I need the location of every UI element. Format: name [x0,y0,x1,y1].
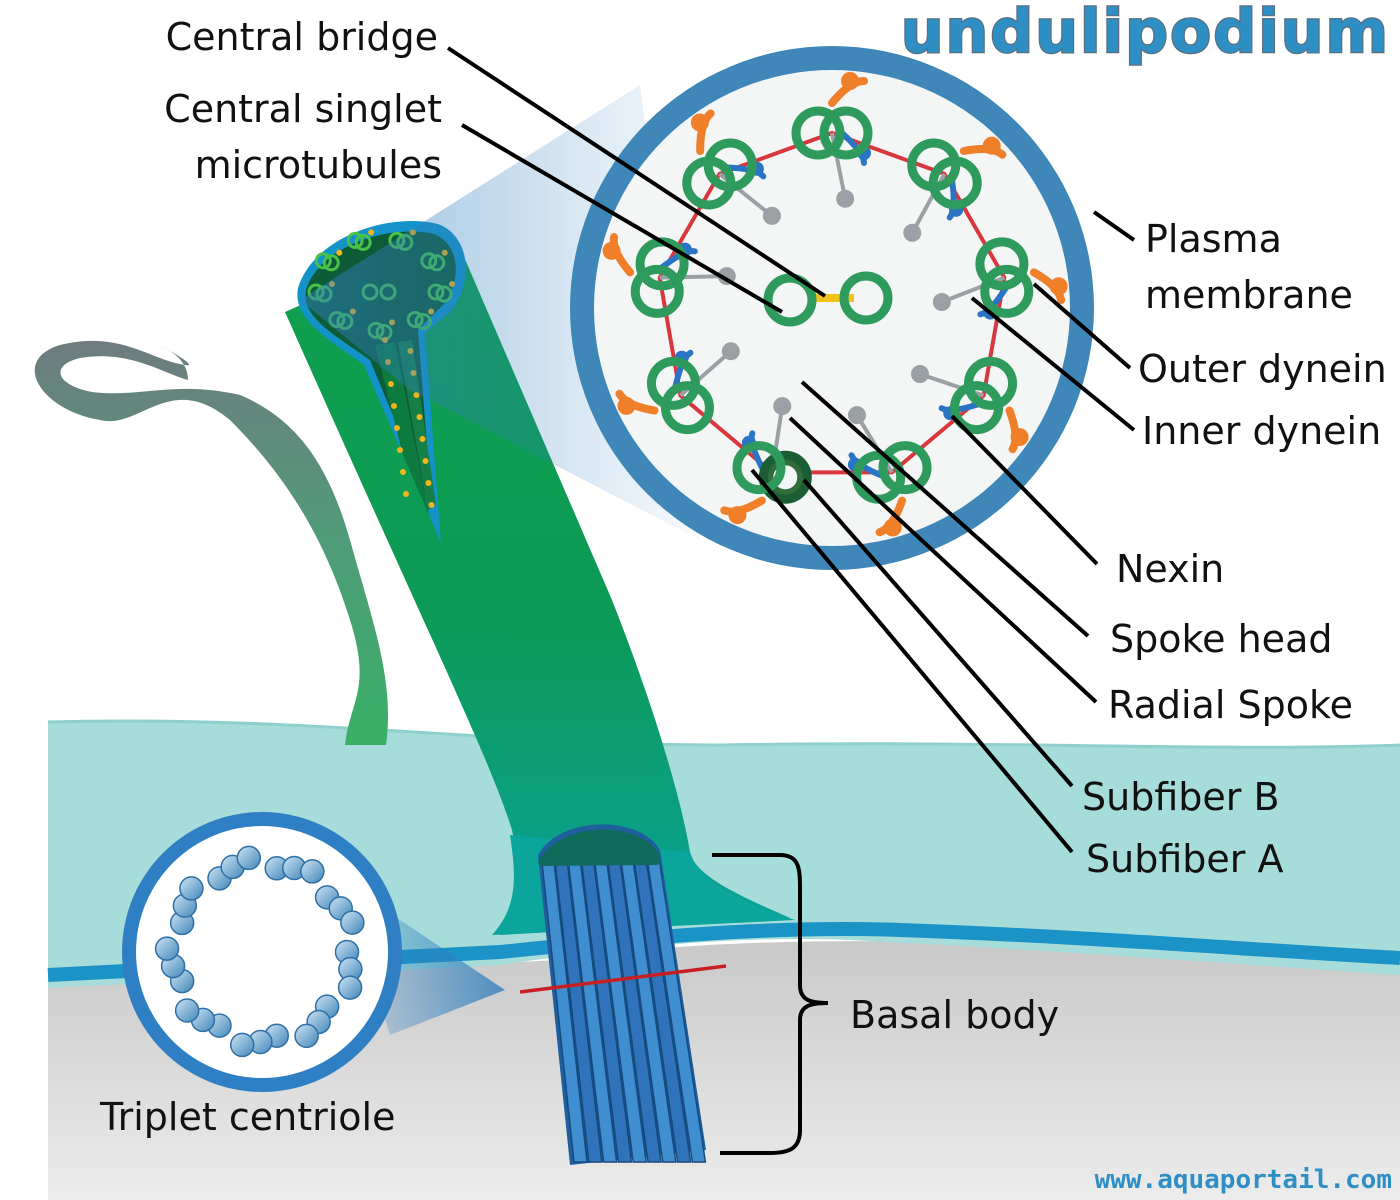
cutaway-dynein [400,469,406,475]
cutaway-dynein [336,249,343,256]
cutaway-dynein [425,480,432,486]
leader-central-bridge [446,46,827,298]
cutaway-subfiber-a [314,252,332,270]
label-inner-dynein: Inner dynein [1142,409,1381,453]
leader-outer-dynein [1032,282,1132,370]
basal-body-brace [712,853,829,1155]
subfiber-b [980,264,1034,318]
centriole-microtubule [179,876,204,901]
leader-subfiber-a [750,468,1074,854]
central-bridge [810,294,854,302]
cutaway-dynein [394,425,400,431]
subfiber-a [878,441,932,495]
basal-body [519,824,727,1165]
subfiber-b [819,106,873,160]
cutaway-dynein [368,229,375,236]
leader-radial-spoke [788,416,1098,704]
subfiber-b [732,441,786,495]
label-radial-spoke: Radial Spoke [1108,683,1353,727]
outer-dynein-head [1010,428,1029,447]
flagellum-whip [34,340,389,745]
nexin-link-ring [657,130,1007,475]
cutaway-dynein [419,436,426,442]
centriole-microtubule [340,910,365,935]
subfiber-b [928,156,982,210]
label-plasma-line1: Plasma [1145,217,1282,261]
cutaway-subfiber-a [346,231,364,249]
basal-body-section-line [519,964,727,994]
cutaway-dynein [403,491,409,497]
subfiber-b [950,381,1004,435]
spoke-head [773,397,792,416]
diagram-title: undulipodium [901,0,1390,67]
cutaway-dynein [388,381,394,387]
outer-dynein-head [602,241,621,260]
leader-plasma-membrane [1092,210,1136,242]
spoke-head [721,342,740,361]
spoke-head [910,365,929,384]
label-nexin: Nexin [1116,547,1224,591]
cutaway-dynein [397,447,403,453]
leader-spoke-head [800,380,1090,638]
central-singlet-right [839,271,893,325]
leader-central-singlet [460,123,784,314]
outer-dynein-head [841,72,859,90]
leader-inner-dynein [970,296,1136,432]
cell-membrane-top-line [47,719,1400,749]
cutaway-dynein [428,502,435,508]
cutaway-subfiber-b [354,233,372,251]
label-spoke-head: Spoke head [1110,617,1332,661]
cutaway-dynein [416,414,423,420]
website-url: www.aquaportail.com [1095,1165,1392,1195]
leader-lines [446,46,1136,854]
label-subfiber-b: Subfiber B [1082,775,1280,819]
outer-dynein-head [690,113,709,132]
leader-subfiber-b [802,478,1074,788]
spoke-head [836,189,855,208]
outer-dynein-head [617,396,636,415]
spoke-head [847,406,866,425]
outer-dynein-head [883,518,902,537]
cutaway-dynein [422,458,429,464]
centriole-microtubule [154,936,180,961]
spoke-head [932,293,951,312]
spoke-head [762,206,781,225]
cutaway-dynein [391,403,397,409]
centriole-microtubule [229,1032,255,1058]
centriole-microtubule [174,998,200,1023]
label-basal-body: Basal body [850,993,1059,1037]
outer-dynein-head [982,136,1001,155]
subfiber-a [975,237,1029,291]
subfiber-b [646,356,700,410]
axoneme-cross-section [570,46,1094,570]
centriole-microtubule [236,845,262,871]
label-central-bridge: Central bridge [166,15,438,59]
label-plasma-line2: membrane [1145,273,1353,317]
central-singlet-left [763,273,817,327]
outer-dynein-head [1049,277,1068,296]
subfiber-b [703,138,757,192]
centriole-cross-section [122,812,402,1092]
cutaway-subfiber-b [322,254,340,272]
centriole-microtubule [300,859,325,884]
leader-nexin [950,414,1099,566]
label-triplet-centriole: Triplet centriole [99,1095,395,1139]
centriole-microtubule [294,1023,319,1049]
label-central-singlet-line1: Central singlet [164,87,442,131]
subfiber-a [791,106,845,160]
centriole-microtubule [337,975,363,1000]
subfiber-a [630,264,684,318]
spoke-head [903,223,922,242]
outer-dynein-head [728,506,747,525]
label-central-singlet-line2: microtubules [195,143,442,187]
label-subfiber-a: Subfiber A [1086,837,1283,881]
label-outer-dynein: Outer dynein [1138,347,1387,391]
